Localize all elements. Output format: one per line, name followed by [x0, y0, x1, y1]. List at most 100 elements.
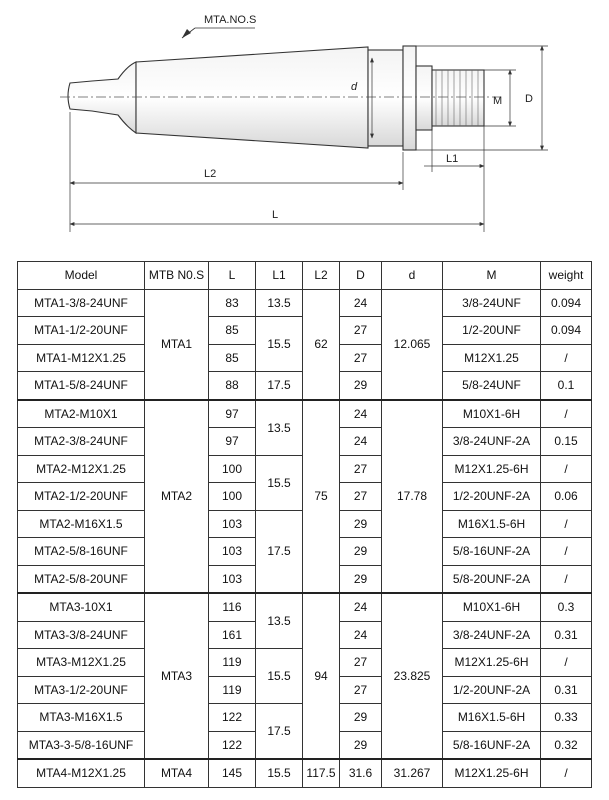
d-cell: 17.78 — [381, 398, 443, 594]
l2-dimension — [69, 112, 404, 232]
weight-cell: 0.3 — [540, 592, 592, 622]
l1-cell: 17.5 — [255, 509, 303, 594]
l-cell: 100 — [208, 454, 256, 483]
mtb-cell: MTA2 — [144, 398, 209, 594]
l-cell: 103 — [208, 564, 256, 594]
model-cell: MTA3-3-5/8-16UNF — [17, 730, 145, 760]
m-cell: 5/8-16UNF-2A — [442, 537, 541, 566]
D-cell: 29 — [339, 730, 382, 760]
l-cell: 103 — [208, 537, 256, 566]
l2-cell: 62 — [302, 288, 340, 400]
d-cell: 23.825 — [381, 592, 443, 760]
m-cell: M10X1-6H — [442, 398, 541, 428]
m-cell: M12X1.25-6H — [442, 454, 541, 483]
l-cell: 85 — [208, 343, 256, 372]
m-cell: 1/2-20UNF-2A — [442, 482, 541, 511]
D-cell: 24 — [339, 592, 382, 622]
l-cell: 100 — [208, 482, 256, 511]
d-cell: 12.065 — [381, 288, 443, 400]
D-cell: 27 — [339, 316, 382, 345]
m-cell: 5/8-24UNF — [442, 371, 541, 400]
weight-cell: / — [540, 537, 592, 566]
mtb-cell: MTA1 — [144, 288, 209, 400]
l-cell: 122 — [208, 730, 256, 760]
D-cell: 31.6 — [339, 758, 382, 788]
weight-cell: / — [540, 509, 592, 538]
D-label: D — [525, 93, 533, 105]
l1-label: L1 — [446, 153, 458, 165]
m-cell: 1/2-20UNF-2A — [442, 675, 541, 704]
header-row: Model MTB N0.S L L1 L2 D d M weight — [17, 261, 592, 290]
header-D: D — [339, 261, 382, 290]
model-cell: MTA2-1/2-20UNF — [17, 482, 145, 511]
m-cell: M10X1-6H — [442, 592, 541, 622]
D-cell: 27 — [339, 343, 382, 372]
model-cell: MTA2-M12X1.25 — [17, 454, 145, 483]
model-cell: MTA1-3/8-24UNF — [17, 288, 145, 317]
header-mtb: MTB N0.S — [144, 261, 209, 290]
weight-cell: 0.32 — [540, 730, 592, 760]
l1-cell: 15.5 — [255, 648, 303, 704]
m-cell: 1/2-20UNF — [442, 316, 541, 345]
model-cell: MTA3-1/2-20UNF — [17, 675, 145, 704]
weight-cell: 0.1 — [540, 371, 592, 400]
m-cell: M12X1.25 — [442, 343, 541, 372]
D-cell: 24 — [339, 620, 382, 649]
D-cell: 27 — [339, 675, 382, 704]
model-cell: MTA2-M16X1.5 — [17, 509, 145, 538]
l-cell: 122 — [208, 703, 256, 732]
weight-cell: / — [540, 343, 592, 372]
d-label: d — [351, 81, 358, 93]
mtb-cell: MTA3 — [144, 592, 209, 760]
D-cell: 29 — [339, 371, 382, 400]
d-dimension — [367, 47, 374, 148]
l-label: L — [272, 209, 278, 221]
adapter-outline — [67, 45, 485, 151]
l1-cell: 15.5 — [255, 316, 303, 372]
m-cell: M16X1.5-6H — [442, 509, 541, 538]
model-cell: MTA2-5/8-20UNF — [17, 564, 145, 594]
m-cell: M12X1.25-6H — [442, 758, 541, 788]
l-cell: 97 — [208, 427, 256, 456]
m-label: M — [493, 95, 502, 107]
m-cell: M12X1.25-6H — [442, 648, 541, 677]
m-cell: 5/8-20UNF-2A — [442, 564, 541, 594]
weight-cell: 0.06 — [540, 482, 592, 511]
weight-cell: / — [540, 564, 592, 594]
l-cell: 83 — [208, 288, 256, 317]
D-cell: 24 — [339, 288, 382, 317]
l-cell: 88 — [208, 371, 256, 400]
l-cell: 119 — [208, 675, 256, 704]
l2-cell: 117.5 — [302, 758, 340, 788]
D-cell: 27 — [339, 648, 382, 677]
l1-cell: 17.5 — [255, 703, 303, 760]
l2-label: L2 — [204, 168, 216, 180]
D-cell: 24 — [339, 427, 382, 456]
l2-cell: 94 — [302, 592, 340, 760]
l-dimension — [69, 172, 485, 232]
header-m: M — [442, 261, 541, 290]
D-cell: 29 — [339, 564, 382, 594]
D-dimension — [416, 45, 548, 151]
weight-cell: 0.31 — [540, 675, 592, 704]
l1-cell: 15.5 — [255, 758, 303, 788]
weight-cell: 0.33 — [540, 703, 592, 732]
l1-cell: 15.5 — [255, 454, 303, 511]
model-cell: MTA3-3/8-24UNF — [17, 620, 145, 649]
l-cell: 161 — [208, 620, 256, 649]
header-weight: weight — [540, 261, 592, 290]
model-cell: MTA4-M12X1.25 — [17, 758, 145, 788]
mtb-cell: MTA4 — [144, 758, 209, 788]
model-cell: MTA2-M10X1 — [17, 398, 145, 428]
l2-cell: 75 — [302, 398, 340, 594]
